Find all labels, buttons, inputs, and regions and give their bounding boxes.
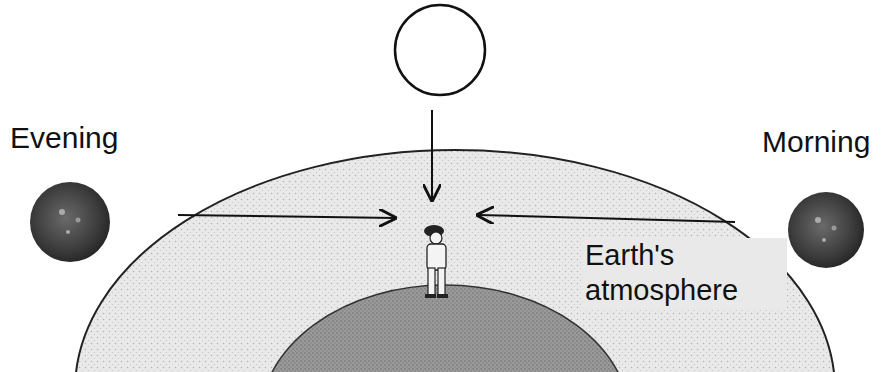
sun-noon <box>395 5 485 95</box>
atmosphere-arc <box>75 150 835 372</box>
observer <box>424 225 448 298</box>
sun-evening <box>30 182 110 262</box>
ray-arrow <box>478 215 735 222</box>
sun-morning <box>788 192 864 268</box>
ray-arrow <box>178 215 395 218</box>
earth-dome <box>260 285 630 372</box>
time-label: Morning <box>760 124 872 160</box>
time-label: Evening <box>8 120 120 156</box>
region-label: Earth's atmosphere <box>583 238 787 308</box>
ray-arrow <box>431 110 433 200</box>
